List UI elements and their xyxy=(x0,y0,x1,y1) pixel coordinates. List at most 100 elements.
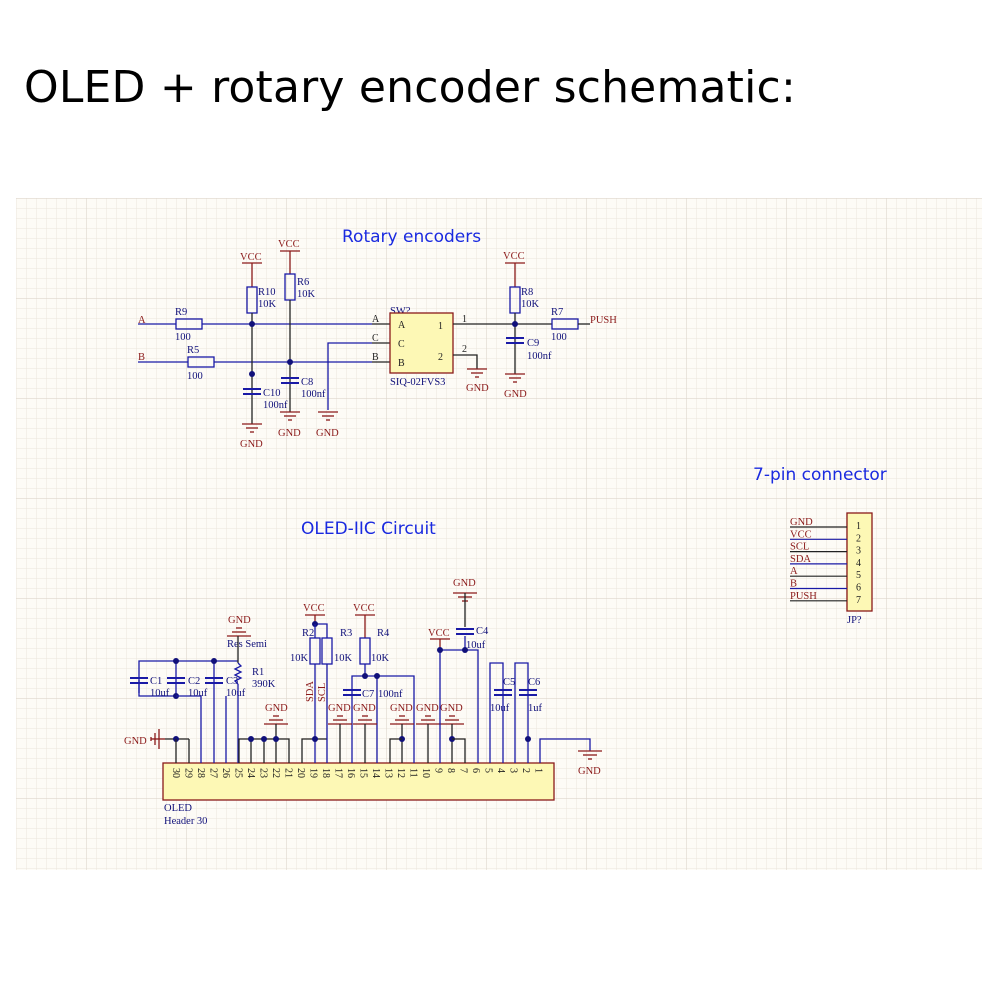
oled-pin-number: 11 xyxy=(408,768,419,778)
oled-pin-number: 27 xyxy=(208,768,219,778)
gnd-label: GND xyxy=(316,428,339,439)
oled-pin-number: 28 xyxy=(195,768,206,778)
vcc-label: VCC xyxy=(353,603,375,614)
gnd-label: GND xyxy=(453,578,476,589)
c7-value: 100nf xyxy=(378,689,403,700)
gnd-label: GND xyxy=(265,703,288,714)
vcc-label: VCC xyxy=(428,628,450,639)
r7-value: 100 xyxy=(551,332,567,343)
switch-pin-b: B xyxy=(398,358,405,369)
r2-ref: R2 xyxy=(302,628,314,639)
gnd-label: GND xyxy=(240,439,263,450)
c10-ref: C10 xyxy=(263,388,281,399)
vcc-label: VCC xyxy=(278,239,300,250)
oled-pin-number: 22 xyxy=(270,768,281,778)
oled-pin-number: 17 xyxy=(333,768,344,778)
net-label-scl: SCL xyxy=(317,683,328,702)
rotary-switch-sw xyxy=(389,312,454,374)
c8-ref: C8 xyxy=(301,377,313,388)
c1-ref: C1 xyxy=(150,676,162,687)
c3-value: 10uf xyxy=(226,688,246,699)
oled-pin-number: 10 xyxy=(420,768,431,778)
switch-pin-1: 1 xyxy=(438,321,443,332)
switch-net-1: 1 xyxy=(462,314,467,325)
gnd-label: GND xyxy=(416,703,439,714)
r7-ref: R7 xyxy=(551,307,563,318)
gnd-label: GND xyxy=(278,428,301,439)
switch-part: SIQ-02FVS3 xyxy=(390,377,445,388)
oled-pin-number: 4 xyxy=(495,768,506,773)
section-title-rotary: Rotary encoders xyxy=(342,227,481,247)
oled-pin-number: 3 xyxy=(508,768,519,773)
c6-ref: C6 xyxy=(528,677,540,688)
connector-net-label: SCL xyxy=(790,542,809,553)
r8-ref: R8 xyxy=(521,287,533,298)
c1-value: 10uf xyxy=(150,688,170,699)
oled-pin-number: 20 xyxy=(295,768,306,778)
c4-value: 10uf xyxy=(466,640,486,651)
oled-ref: OLED xyxy=(164,803,192,814)
oled-pin-number: 24 xyxy=(245,768,256,778)
c3-ref: C3 xyxy=(226,676,238,687)
oled-pin-number: 2 xyxy=(520,768,531,773)
gnd-label: GND xyxy=(504,389,527,400)
connector-net-label: B xyxy=(790,579,797,590)
gnd-label: GND xyxy=(578,766,601,777)
oled-pin-number: 1 xyxy=(533,768,544,773)
vcc-label: VCC xyxy=(503,251,525,262)
r8-value: 10K xyxy=(521,299,540,310)
oled-pin-number: 12 xyxy=(395,768,406,778)
oled-pin-number: 8 xyxy=(445,768,456,773)
oled-pin-number: 30 xyxy=(170,768,181,778)
net-label-sda: SDA xyxy=(305,681,316,702)
c9-value: 100nf xyxy=(527,351,552,362)
r9-ref: R9 xyxy=(175,307,187,318)
gnd-label: GND xyxy=(390,703,413,714)
switch-net-b: B xyxy=(372,352,379,363)
oled-pin-number: 16 xyxy=(345,768,356,778)
r1-value: 390K xyxy=(252,679,276,690)
c5-value: 10uf xyxy=(490,703,510,714)
oled-pin-number: 6 xyxy=(470,768,481,773)
connector-net-label: A xyxy=(790,566,798,577)
schematic-sheet: Rotary encoders OLED-IIC Circuit 7-pin c… xyxy=(16,198,982,870)
switch-net-c: C xyxy=(372,333,379,344)
switch-ref: SW? xyxy=(390,306,411,317)
connector-net-label: SDA xyxy=(790,554,811,565)
r10-value: 10K xyxy=(258,299,277,310)
r6-value: 10K xyxy=(297,289,316,300)
section-title-oled: OLED-IIC Circuit xyxy=(301,519,436,539)
rotary-encoder-circuit: A R9 100 B R5 100 VCC R10 10K C10 100nf … xyxy=(138,239,617,450)
gnd-label: GND xyxy=(440,703,463,714)
connector-pin-number: 2 xyxy=(856,533,861,544)
oled-pin-number: 5 xyxy=(483,768,494,773)
gnd-label: GND xyxy=(328,703,351,714)
gnd-label: GND xyxy=(124,736,147,747)
r5-value: 100 xyxy=(187,371,203,382)
r1-ref: R1 xyxy=(252,667,264,678)
connector-net-label: GND xyxy=(790,517,813,528)
c8-value: 100nf xyxy=(301,389,326,400)
switch-pin-2: 2 xyxy=(438,352,443,363)
oled-pin-number: 21 xyxy=(283,768,294,778)
oled-pin-number: 29 xyxy=(183,768,194,778)
oled-pin-number: 13 xyxy=(383,768,394,778)
vcc-label: VCC xyxy=(303,603,325,614)
c2-value: 10uf xyxy=(188,688,208,699)
r1-note: Res Semi xyxy=(227,639,267,650)
oled-pin-number: 25 xyxy=(233,768,244,778)
gnd-label: GND xyxy=(466,383,489,394)
oled-pin-number: 9 xyxy=(433,768,444,773)
c4-ref: C4 xyxy=(476,626,489,637)
gnd-label: GND xyxy=(228,615,251,626)
c2-ref: C2 xyxy=(188,676,200,687)
oled-pin-number: 15 xyxy=(358,768,369,778)
c7-ref: C7 xyxy=(362,689,374,700)
connector-pin-number: 6 xyxy=(856,583,861,594)
connector-pin-number: 4 xyxy=(856,558,861,569)
oled-pin-number: 18 xyxy=(320,768,331,778)
connector-net-label: PUSH xyxy=(790,591,817,602)
connector-pin-number: 1 xyxy=(856,521,861,532)
r5-ref: R5 xyxy=(187,345,199,356)
